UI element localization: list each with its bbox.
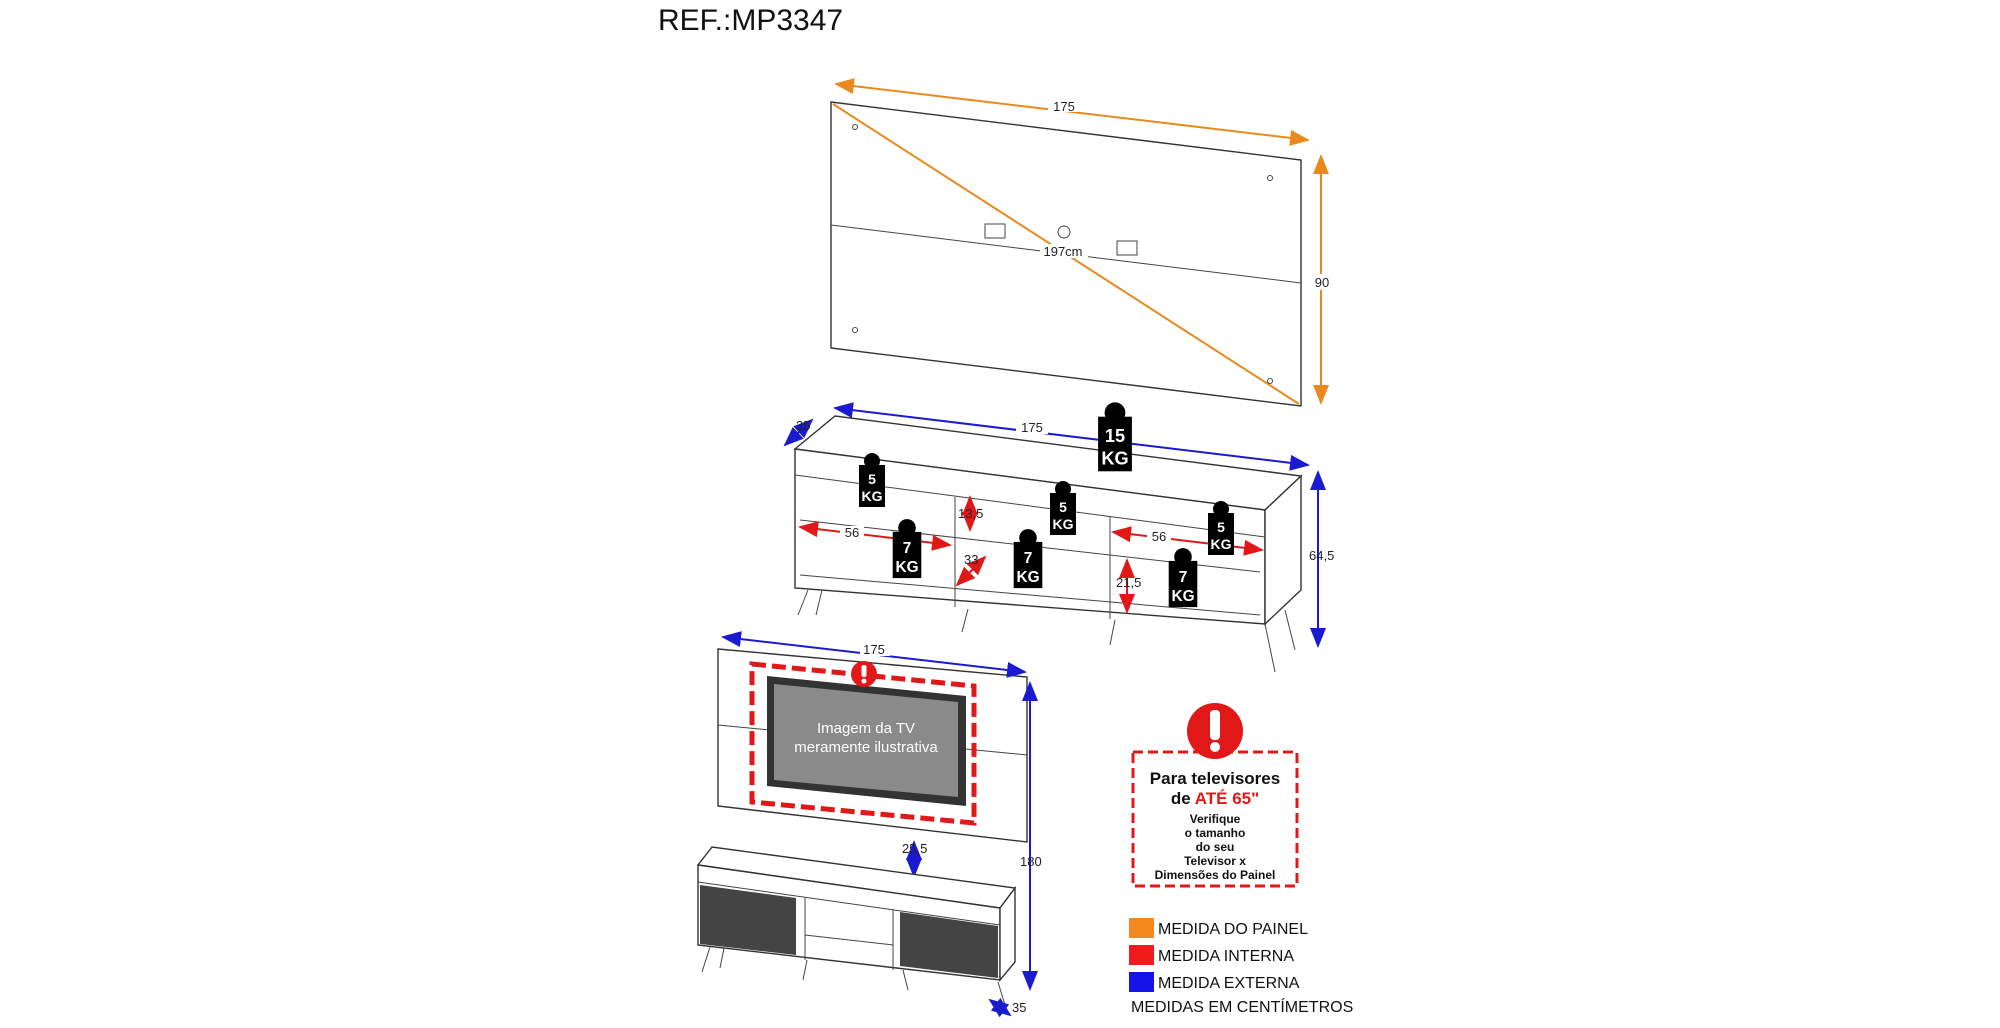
notice-line: Dimensões do Painel <box>1155 868 1276 882</box>
bracket-icon <box>984 223 1006 239</box>
weight-limit-tag: 7 KG <box>892 519 922 579</box>
panel-diagonal-label: 197cm <box>1043 244 1082 259</box>
weight-unit: KG <box>895 559 918 576</box>
inner-right-width-label: 56 <box>1152 529 1166 544</box>
notice-line: o tamanho <box>1185 826 1246 840</box>
weight-limit-tag: 7 KG <box>1168 548 1198 608</box>
inner-top-height-label: 13,5 <box>958 506 983 521</box>
bracket-icon <box>1116 240 1138 256</box>
panel-width-label: 175 <box>1053 99 1075 114</box>
legend-label: MEDIDA EXTERNA <box>1158 975 1300 992</box>
assembly-gap-label: 25,5 <box>902 841 927 856</box>
notice-line: Verifique <box>1190 812 1241 826</box>
tv-size-notice: Para televisores de ATÉ 65" Verifique o … <box>1131 703 1299 888</box>
wall-panel: 197cm 175 90 <box>830 78 1334 407</box>
notice-title: Para televisores <box>1150 769 1280 788</box>
inner-lower-height-label: 21,5 <box>1116 575 1141 590</box>
weight-value: 5 <box>1059 499 1067 515</box>
weight-limit-tag: 5 KG <box>1050 481 1076 535</box>
tv-rack: 175 35 64,5 56 56 13,5 33 21,5 15 KG 5 K… <box>783 402 1334 673</box>
legend-label: MEDIDA DO PAINEL <box>1158 921 1308 938</box>
legend-swatch-external <box>1129 972 1154 992</box>
tv-placeholder-text-1: Imagem da TV <box>817 720 915 737</box>
inner-left-width-label: 56 <box>845 525 859 540</box>
notice-limit: de ATÉ 65" <box>1171 789 1259 808</box>
assembly-width-label: 175 <box>863 642 885 657</box>
rack-height-label: 64,5 <box>1309 548 1334 563</box>
legend-footer: MEDIDAS EM CENTÍMETROS <box>1131 997 1353 1016</box>
panel-height-label: 90 <box>1315 275 1329 290</box>
notice-line: Televisor x <box>1184 854 1246 868</box>
weight-unit: KG <box>1211 536 1232 552</box>
assembly-depth-label: 35 <box>1012 1000 1026 1015</box>
assembly-view: Imagem da TV meramente ilustrativa 175 1… <box>696 631 1042 1018</box>
rack-width-label: 175 <box>1021 420 1043 435</box>
weight-value: 7 <box>903 540 912 557</box>
weight-unit: KG <box>1016 569 1039 586</box>
reference-code: REF.:MP3347 <box>658 4 843 37</box>
legend-swatch-panel <box>1129 918 1154 938</box>
weight-value: 7 <box>1179 569 1188 586</box>
weight-limit-tag: 5 KG <box>1208 501 1234 555</box>
weight-unit: KG <box>1053 516 1074 532</box>
tv-limit-outline <box>749 661 977 826</box>
legend: MEDIDA DO PAINEL MEDIDA INTERNA MEDIDA E… <box>1129 918 1353 1016</box>
assembly-height-label: 180 <box>1020 854 1042 869</box>
weight-limit-tag: 15 KG <box>1098 402 1132 472</box>
notice-line: do seu <box>1196 840 1235 854</box>
rack-depth-label: 35 <box>796 418 810 433</box>
weight-value: 7 <box>1024 550 1033 567</box>
weight-limit-tag: 5 KG <box>859 453 885 507</box>
weight-value: 5 <box>868 471 876 487</box>
weight-value: 15 <box>1105 426 1125 446</box>
tv-placeholder-text-2: meramente ilustrativa <box>794 739 938 756</box>
alert-icon <box>851 661 877 687</box>
legend-swatch-internal <box>1129 945 1154 965</box>
weight-value: 5 <box>1217 519 1225 535</box>
inner-depth-label: 33 <box>964 552 978 567</box>
weight-unit: KG <box>1101 449 1128 469</box>
legend-label: MEDIDA INTERNA <box>1158 948 1294 965</box>
weight-unit: KG <box>1171 588 1194 605</box>
weight-limit-tag: 7 KG <box>1013 529 1043 589</box>
weight-unit: KG <box>862 488 883 504</box>
alert-icon <box>1187 703 1243 759</box>
